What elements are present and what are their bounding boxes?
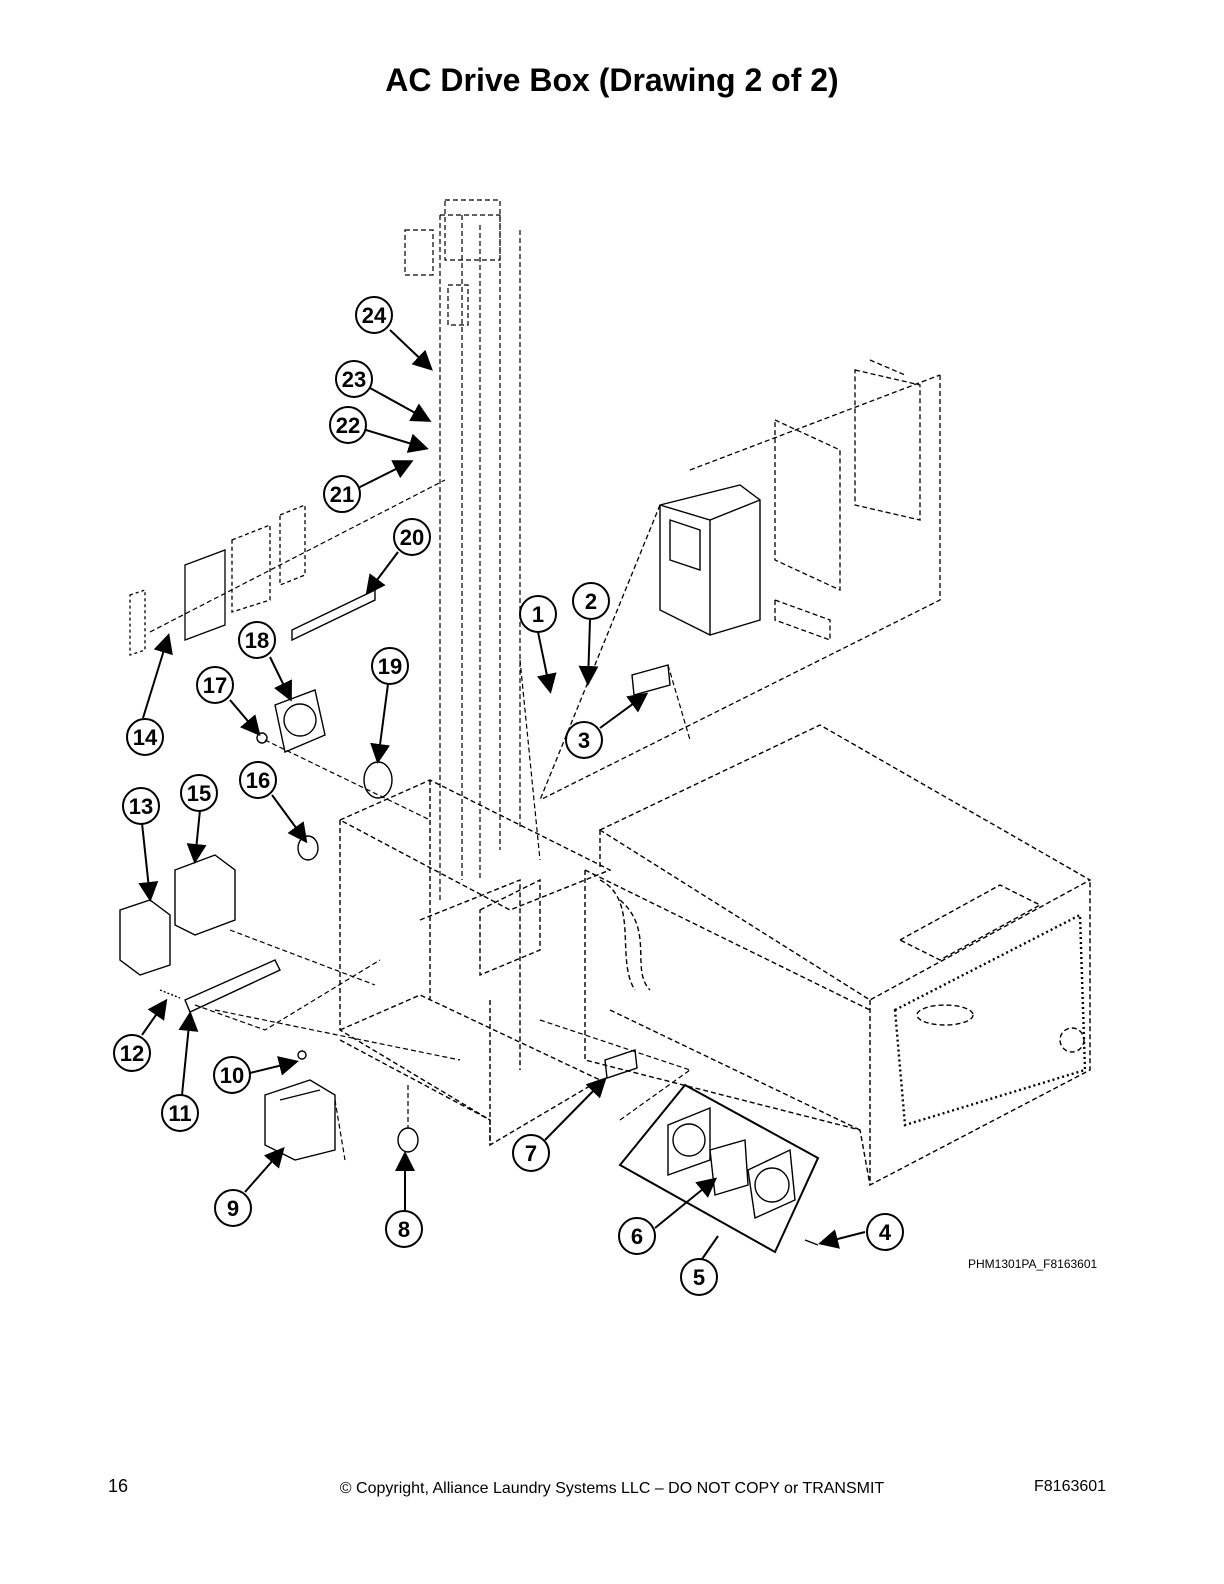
svg-text:11: 11 bbox=[168, 1101, 191, 1126]
copyright-notice: © Copyright, Alliance Laundry Systems LL… bbox=[339, 1480, 885, 1497]
cooling-fan-small bbox=[256, 689, 326, 753]
callout-9: 9 bbox=[214, 1189, 252, 1227]
svg-text:21: 21 bbox=[330, 482, 354, 507]
svg-text:23: 23 bbox=[342, 367, 366, 392]
terminal-block-assembly bbox=[129, 504, 306, 656]
drive-mounting-bracket bbox=[539, 359, 941, 801]
svg-text:6: 6 bbox=[631, 1224, 643, 1249]
page-title: AC Drive Box (Drawing 2 of 2) bbox=[385, 62, 839, 98]
cabinet-housing bbox=[584, 724, 1092, 1187]
svg-text:12: 12 bbox=[120, 1041, 144, 1066]
callout-bubbles: 1 2 3 4 5 6 7 8 9 10 11 12 13 14 15 16 1… bbox=[113, 296, 904, 1296]
callout-14: 14 bbox=[126, 718, 164, 756]
callout-11: 11 bbox=[161, 1094, 199, 1132]
callout-19: 19 bbox=[371, 647, 409, 685]
callout-5: 5 bbox=[680, 1258, 718, 1296]
svg-text:24: 24 bbox=[362, 303, 387, 328]
callout-18: 18 bbox=[238, 621, 276, 659]
callout-24: 24 bbox=[355, 296, 393, 334]
svg-text:19: 19 bbox=[378, 654, 402, 679]
svg-text:4: 4 bbox=[879, 1220, 892, 1245]
callout-22: 22 bbox=[329, 406, 367, 444]
callout-4: 4 bbox=[866, 1213, 904, 1251]
transformer bbox=[264, 1050, 336, 1161]
callout-6: 6 bbox=[618, 1217, 656, 1255]
drawing-id: PHM1301PA_F8163601 bbox=[968, 1257, 1098, 1271]
svg-text:14: 14 bbox=[133, 725, 158, 750]
callout-17: 17 bbox=[196, 666, 234, 704]
callout-12: 12 bbox=[113, 1034, 151, 1072]
callout-20: 20 bbox=[393, 518, 431, 556]
svg-text:5: 5 bbox=[693, 1265, 705, 1290]
svg-text:9: 9 bbox=[227, 1196, 239, 1221]
spacer-bar bbox=[291, 588, 376, 642]
callout-1: 1 bbox=[519, 595, 557, 633]
contactor-relays bbox=[119, 854, 236, 976]
callout-21: 21 bbox=[323, 475, 361, 513]
callout-leaders bbox=[138, 329, 866, 1263]
document-id: F8163601 bbox=[1034, 1478, 1107, 1495]
svg-text:8: 8 bbox=[398, 1217, 410, 1242]
svg-text:20: 20 bbox=[400, 525, 424, 550]
callout-15: 15 bbox=[180, 774, 218, 812]
warning-labels bbox=[604, 664, 671, 1079]
din-rail bbox=[159, 959, 281, 1013]
page-number: 16 bbox=[108, 1476, 129, 1496]
callout-3: 3 bbox=[565, 721, 603, 759]
svg-text:10: 10 bbox=[220, 1063, 244, 1088]
svg-text:16: 16 bbox=[246, 768, 270, 793]
svg-text:2: 2 bbox=[585, 589, 597, 614]
drive-box-frame bbox=[338, 779, 612, 1147]
callout-23: 23 bbox=[335, 360, 373, 398]
svg-text:18: 18 bbox=[245, 628, 269, 653]
svg-text:7: 7 bbox=[525, 1141, 537, 1166]
assembly-dashed-leaders bbox=[149, 479, 691, 1161]
callout-2: 2 bbox=[572, 582, 610, 620]
svg-text:22: 22 bbox=[336, 413, 360, 438]
fan-kit bbox=[618, 1083, 820, 1254]
svg-text:13: 13 bbox=[129, 794, 153, 819]
callout-7: 7 bbox=[512, 1134, 550, 1172]
svg-text:15: 15 bbox=[187, 781, 211, 806]
callout-16: 16 bbox=[239, 761, 277, 799]
callout-13: 13 bbox=[122, 787, 160, 825]
svg-text:3: 3 bbox=[578, 728, 590, 753]
callout-8: 8 bbox=[385, 1210, 423, 1248]
vertical-rail bbox=[404, 199, 521, 900]
svg-text:17: 17 bbox=[203, 673, 227, 698]
grommets bbox=[297, 761, 419, 1153]
ac-drive-unit bbox=[659, 484, 761, 636]
callout-10: 10 bbox=[213, 1056, 251, 1094]
svg-text:1: 1 bbox=[532, 602, 544, 627]
